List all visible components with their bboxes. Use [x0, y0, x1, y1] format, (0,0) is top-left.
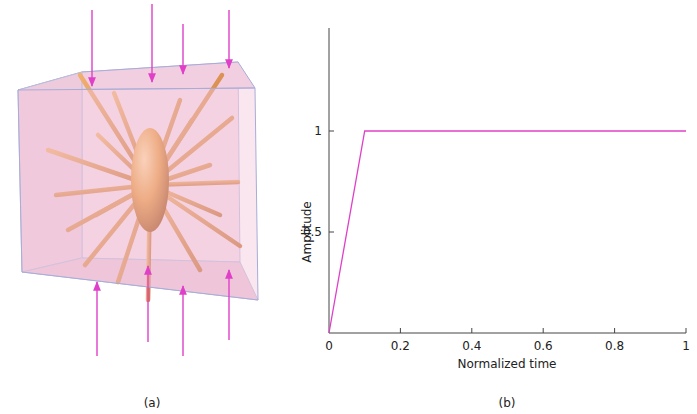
panel-label: (a) — [144, 397, 161, 409]
tick-label: 0.8 — [605, 340, 624, 352]
tick-label: 0.2 — [391, 340, 410, 352]
tick-label: 0.6 — [534, 340, 553, 352]
tick-label: 0.4 — [462, 340, 481, 352]
panel-label: (b) — [499, 397, 516, 409]
tick-label: 0 — [325, 340, 333, 352]
tick-label: 1 — [682, 340, 690, 352]
tick-label: 1 — [314, 125, 322, 137]
tick-label: 0.5 — [303, 226, 322, 238]
axis-title: Normalized time — [458, 358, 557, 370]
